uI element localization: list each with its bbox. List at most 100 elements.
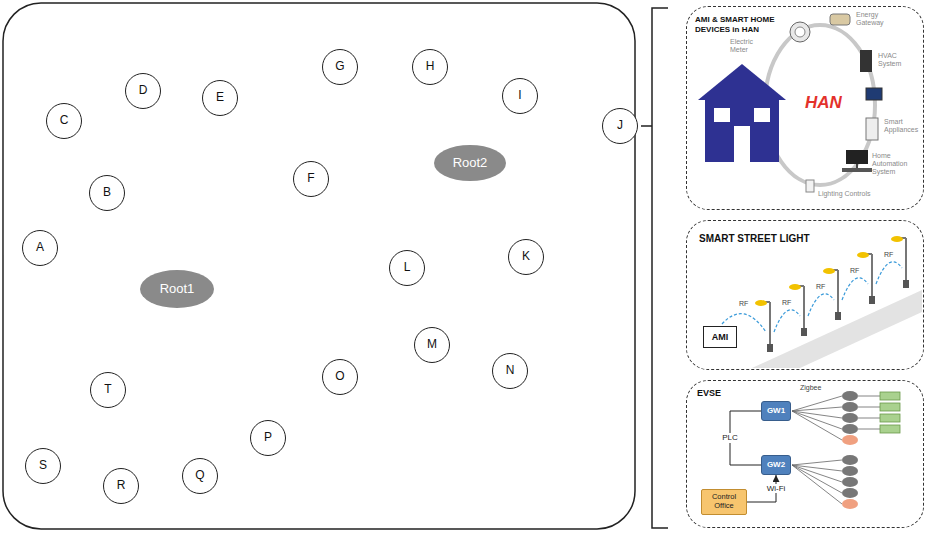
node-label: B <box>103 186 111 200</box>
node-label: J <box>617 119 623 133</box>
house-roof <box>698 64 786 100</box>
ev-node <box>842 488 858 498</box>
node-label: Control Office <box>705 493 743 510</box>
node-label: L <box>404 261 411 275</box>
root-node: Root2 <box>434 145 506 181</box>
ev-link <box>792 411 842 418</box>
protocol-label: Zigbee <box>800 384 840 392</box>
node-label: A <box>36 241 44 255</box>
network-node: A <box>22 230 58 266</box>
device-label: HVAC System <box>878 52 912 68</box>
node-label: Q <box>195 469 204 483</box>
house-body <box>705 98 779 162</box>
network-node: T <box>90 372 126 408</box>
network-node: K <box>508 239 544 275</box>
lamp-head <box>789 284 801 290</box>
light-node <box>869 296 875 304</box>
gateway-box: GW1 <box>761 401 791 421</box>
node-label: AMI <box>712 332 729 342</box>
meter-icon <box>790 22 810 42</box>
control-office-box: Control Office <box>701 489 747 515</box>
charger-box <box>880 425 900 433</box>
rf-link <box>774 310 800 332</box>
lamp-head <box>891 236 903 242</box>
rf-label: RF <box>816 283 825 291</box>
root-node: Root1 <box>140 270 214 308</box>
bracket <box>641 8 668 528</box>
rf-label: RF <box>782 299 791 307</box>
node-label: GW1 <box>767 406 785 415</box>
house-window <box>714 108 730 122</box>
charger-box <box>880 403 900 411</box>
node-label: I <box>518 89 521 103</box>
ev-node <box>842 435 858 445</box>
node-label: R <box>117 479 126 493</box>
node-label: O <box>335 370 344 384</box>
panel-heading: AMI & SMART HOME DEVICES in HAN <box>695 15 785 34</box>
device-label: Energy Gateway <box>856 11 892 27</box>
node-label: D <box>139 84 148 98</box>
node-label: G <box>335 60 344 74</box>
node-label: M <box>427 338 437 352</box>
node-label: T <box>104 383 111 397</box>
han-ring <box>765 25 875 185</box>
device-label: Smart Appliances <box>884 118 922 134</box>
gateway-box: GW2 <box>761 455 791 475</box>
node-label: E <box>216 91 224 105</box>
ev-link <box>858 418 880 419</box>
network-node: D <box>125 73 161 109</box>
node-label: Root1 <box>160 282 195 297</box>
ev-node <box>842 413 858 423</box>
network-node: C <box>46 103 82 139</box>
device-label: Electric Meter <box>730 38 764 54</box>
node-label: S <box>39 459 47 473</box>
network-node: E <box>202 80 238 116</box>
light-node <box>767 344 773 352</box>
ev-link <box>792 411 842 440</box>
network-node: F <box>293 161 329 197</box>
network-node: S <box>25 448 61 484</box>
node-label: F <box>307 172 314 186</box>
ev-link <box>792 407 842 411</box>
house-window <box>754 108 770 122</box>
application-panel: EVSEGW1GW2Control Office <box>686 380 924 528</box>
network-area <box>3 3 635 529</box>
ev-node <box>842 477 858 487</box>
network-node: M <box>414 327 450 363</box>
network-node: L <box>389 250 425 286</box>
rf-link <box>842 278 868 300</box>
node-label: Root2 <box>453 156 488 171</box>
charger-box <box>880 392 900 400</box>
network-node: P <box>250 420 286 456</box>
application-panel: SMART STREET LIGHT AMI <box>686 220 924 370</box>
ev-link <box>858 396 880 397</box>
ev-node <box>842 391 858 401</box>
rf-link <box>808 294 834 316</box>
node-label: P <box>264 431 272 445</box>
network-node: J <box>602 108 638 144</box>
house-door <box>734 126 750 162</box>
network-node: G <box>322 49 358 85</box>
computer-icon <box>846 150 868 164</box>
lamp-head <box>755 300 767 306</box>
node-label: C <box>60 114 69 128</box>
network-node: I <box>502 78 538 114</box>
light-node <box>801 328 807 336</box>
lamp-head <box>823 268 835 274</box>
ev-link <box>792 411 842 429</box>
charger-box <box>880 414 900 422</box>
light-node <box>835 312 841 320</box>
link-label: PLC <box>720 433 740 442</box>
node-label: H <box>426 60 435 74</box>
panel-heading: SMART STREET LIGHT <box>699 233 859 245</box>
network-node: B <box>89 175 125 211</box>
switch-icon <box>806 180 814 192</box>
network-node: N <box>492 353 528 389</box>
tablet-icon <box>866 88 882 100</box>
rf-link <box>876 262 902 284</box>
node-label: K <box>522 250 530 264</box>
meter-dial <box>795 27 805 37</box>
ev-link <box>792 465 842 471</box>
ev-node <box>842 499 858 509</box>
lamp-head <box>857 252 869 258</box>
